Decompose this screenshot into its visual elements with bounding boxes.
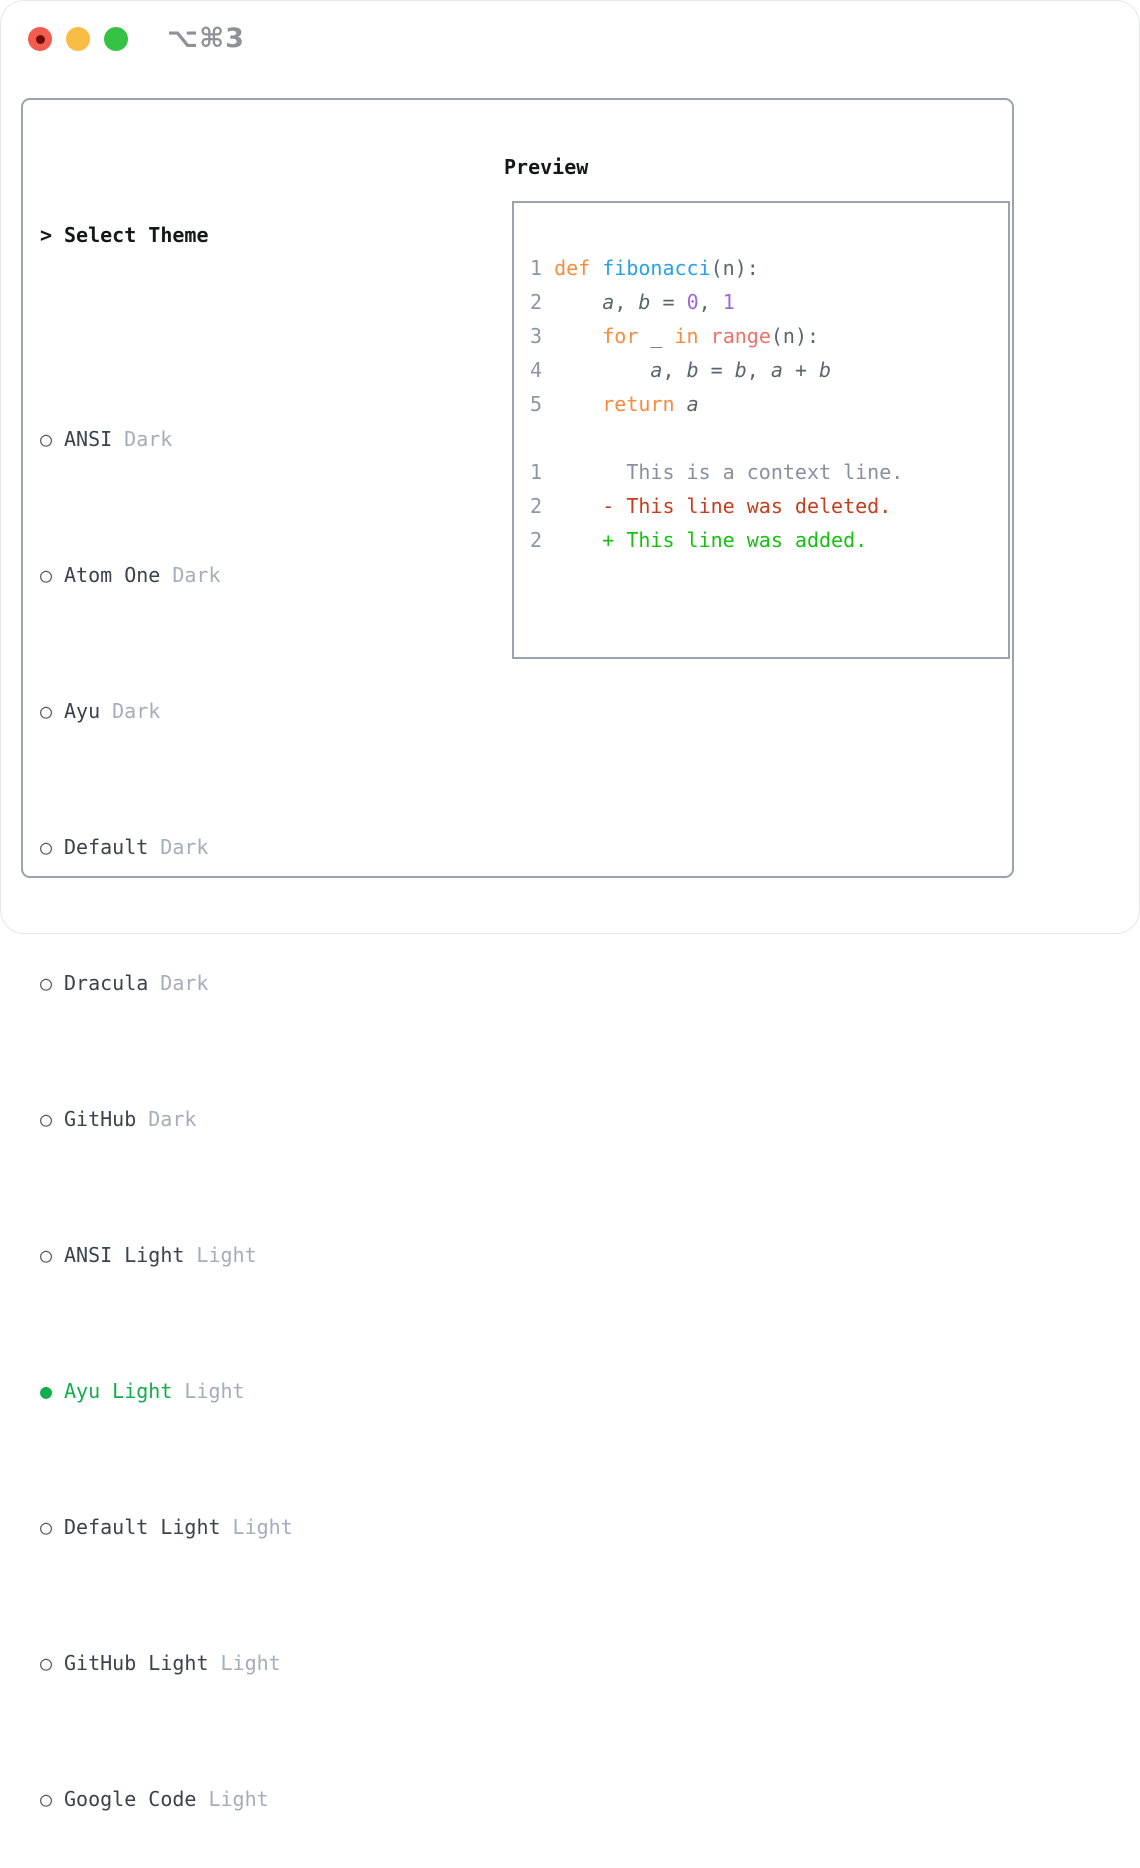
radio-icon: ● [40,1379,53,1403]
preview-code-box: 1 def fibonacci(n): 2 a, b = 0, 1 3 for _ … [512,201,1010,659]
zoom-button[interactable] [104,27,128,51]
theme-variant-tag: Light [208,1787,269,1811]
code-line: 2 - This line was deleted. [530,494,892,518]
close-button[interactable] [28,27,52,51]
code-line: 1 def fibonacci(n): [530,256,759,280]
theme-name: Default Light [64,1515,221,1539]
radio-icon: ○ [40,1243,53,1267]
theme-option[interactable]: ○ Default Dark [40,830,377,864]
theme-name: GitHub [64,1107,137,1131]
theme-name: ANSI [64,427,113,451]
theme-variant-tag: Dark [112,699,161,723]
theme-option[interactable]: ● Ayu Light Light [40,1374,377,1408]
theme-name: Ayu Light [64,1379,173,1403]
theme-name: Google Code [64,1787,197,1811]
theme-name: Ayu [64,699,101,723]
theme-variant-tag: Dark [160,971,209,995]
radio-icon: ○ [40,427,53,451]
theme-name: GitHub Light [64,1651,209,1675]
theme-option[interactable]: ○ ANSI Light Light [40,1238,377,1272]
code-line: 2 a, b = 0, 1 [530,290,735,314]
code-line [530,421,998,455]
theme-variant-tag: Light [184,1379,245,1403]
radio-icon: ○ [40,971,53,995]
radio-icon: ○ [40,1651,53,1675]
theme-variant-tag: Light [220,1651,281,1675]
theme-option[interactable]: ○ Atom One Dark [40,558,377,592]
theme-name: Dracula [64,971,149,995]
window-title-shortcut: ⌥⌘3 [167,23,245,54]
theme-option[interactable]: ○ Dracula Dark [40,966,377,1000]
select-theme-header: > Select Theme [40,218,377,252]
theme-variant-tag: Dark [172,563,221,587]
theme-variant-tag: Light [232,1515,293,1539]
radio-icon: ○ [40,1107,53,1131]
theme-name: Atom One [64,563,161,587]
radio-icon: ○ [40,1787,53,1811]
theme-variant-tag: Light [196,1243,257,1267]
minimize-button[interactable] [66,27,90,51]
radio-icon: ○ [40,835,53,859]
theme-name: ANSI Light [64,1243,185,1267]
code-line: 3 for _ in range(n): [530,324,820,348]
theme-option[interactable]: ○ Ayu Dark [40,694,377,728]
radio-icon: ○ [40,563,53,587]
code-line: 2 + This line was added. [530,528,868,552]
page-title: Select Theme [64,223,209,247]
code-line: 4 a, b = b, a + b [530,358,832,382]
theme-option[interactable]: ○ Google Code Light [40,1782,377,1816]
radio-icon: ○ [40,699,53,723]
theme-option[interactable]: ○ GitHub Dark [40,1102,377,1136]
title-bar: ⌥⌘3 [0,0,1140,78]
theme-option[interactable]: ○ GitHub Light Light [40,1646,377,1680]
focus-marker-icon: > [40,223,53,247]
close-button-dot [35,34,45,44]
radio-icon: ○ [40,1515,53,1539]
theme-option[interactable]: ○ ANSI Dark [40,422,377,456]
theme-variant-tag: Dark [148,1107,197,1131]
theme-variant-tag: Dark [160,835,209,859]
theme-variant-tag: Dark [124,427,173,451]
preview-header: Preview [504,155,589,179]
theme-option[interactable]: ○ Default Light Light [40,1510,377,1544]
theme-name: Default [64,835,149,859]
code-line: 5 return a [530,392,699,416]
code-line: 1 This is a context line. [530,460,904,484]
